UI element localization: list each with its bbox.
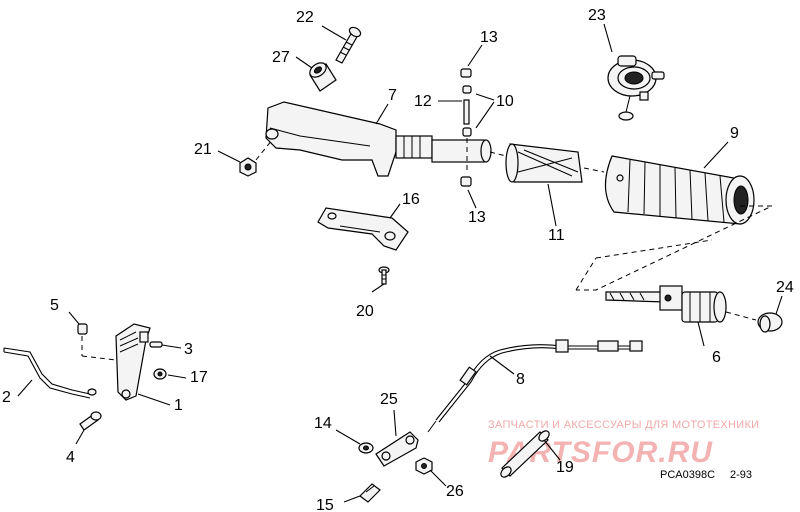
callout-16: 16 bbox=[402, 191, 420, 208]
part-16-bracket bbox=[317, 207, 409, 251]
part-27-spacer bbox=[309, 62, 337, 92]
part-8-cable bbox=[427, 339, 643, 433]
part-21-nut bbox=[239, 139, 273, 177]
callout-13-top: 13 bbox=[480, 29, 498, 46]
part-26-nut bbox=[415, 457, 433, 475]
callout-12: 12 bbox=[414, 93, 432, 110]
part-4-bolt bbox=[79, 411, 102, 431]
callout-11: 11 bbox=[548, 227, 565, 244]
callout-17: 17 bbox=[190, 369, 208, 386]
callout-26: 26 bbox=[446, 483, 464, 500]
callout-8: 8 bbox=[516, 371, 525, 388]
part-17-clip bbox=[153, 368, 167, 380]
callout-20: 20 bbox=[356, 303, 374, 320]
drawing-date: 2-93 bbox=[730, 469, 752, 481]
part-9-grip bbox=[604, 155, 755, 225]
callout-4: 4 bbox=[66, 449, 75, 466]
callout-14: 14 bbox=[314, 415, 332, 432]
part-2-link-rod bbox=[3, 347, 97, 399]
assembly-outline bbox=[575, 205, 773, 291]
part-25-link bbox=[375, 431, 419, 467]
watermark-tagline: ЗАПЧАСТИ И АКСЕССУАРЫ ДЛЯ МОТОТЕХНИКИ bbox=[488, 419, 759, 431]
callout-10: 10 bbox=[496, 93, 514, 110]
part-1-bracket bbox=[115, 323, 151, 401]
callout-9: 9 bbox=[730, 125, 739, 142]
callout-2: 2 bbox=[2, 389, 11, 406]
part-15-clip bbox=[359, 483, 381, 503]
part-22-bolt bbox=[335, 26, 362, 64]
callout-5: 5 bbox=[50, 297, 59, 314]
callout-13-bottom: 13 bbox=[468, 209, 486, 226]
part-11-sleeve bbox=[489, 143, 605, 183]
part-3-pin bbox=[149, 341, 163, 348]
callout-1: 1 bbox=[174, 397, 183, 414]
callout-15: 15 bbox=[316, 497, 334, 512]
part-14-washer bbox=[358, 442, 374, 454]
callout-19: 19 bbox=[556, 459, 574, 476]
part-19-rod bbox=[500, 430, 550, 478]
part-12-10-pins bbox=[462, 85, 472, 172]
part-6-shaft-assembly bbox=[605, 285, 757, 323]
callout-21: 21 bbox=[194, 141, 212, 158]
leader-lines bbox=[17, 23, 783, 503]
part-13-pin-upper bbox=[460, 68, 472, 78]
callout-labels: 22 27 13 12 10 23 7 9 21 13 16 11 5 3 17… bbox=[2, 7, 794, 512]
drawing-code: PCA0398C bbox=[660, 469, 715, 481]
part-13-pin-lower bbox=[460, 176, 472, 187]
part-20-screw bbox=[378, 266, 390, 285]
callout-7: 7 bbox=[388, 87, 397, 104]
part-24-cap bbox=[757, 312, 783, 333]
callout-27: 27 bbox=[272, 49, 290, 66]
callout-24: 24 bbox=[776, 279, 794, 296]
part-5-pin bbox=[77, 323, 117, 361]
part-23-clamp bbox=[607, 55, 665, 121]
callout-3: 3 bbox=[184, 341, 193, 358]
callout-22: 22 bbox=[296, 9, 314, 26]
callout-23: 23 bbox=[588, 7, 606, 24]
callout-6: 6 bbox=[712, 349, 721, 366]
part-7-tiller-arm bbox=[265, 101, 492, 177]
callout-25: 25 bbox=[380, 391, 398, 408]
